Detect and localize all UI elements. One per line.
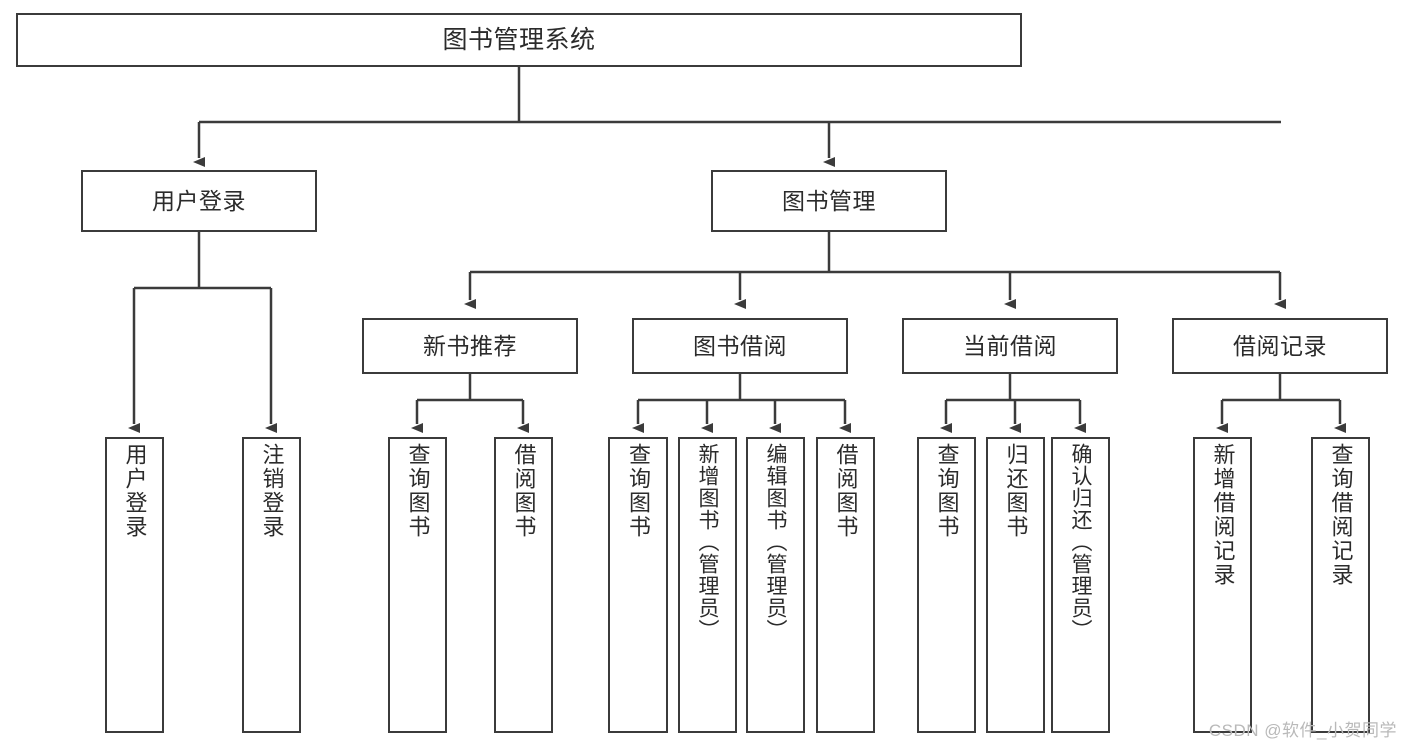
node-label: 归还图书 — [1003, 443, 1029, 539]
leaf-query-book-borrow[interactable]: 查询图书 — [608, 437, 668, 733]
leaf-edit-book-admin[interactable]: 编辑图书（管理员） — [746, 437, 805, 733]
leaf-add-book-admin[interactable]: 新增图书（管理员） — [678, 437, 737, 733]
leaf-return-book[interactable]: 归还图书 — [986, 437, 1045, 733]
leaf-user-login[interactable]: 用户登录 — [105, 437, 164, 733]
node-label: 借阅图书 — [833, 443, 859, 539]
leaf-query-book-current[interactable]: 查询图书 — [917, 437, 976, 733]
leaf-confirm-return-admin[interactable]: 确认归还（管理员） — [1051, 437, 1110, 733]
node-label: 新书推荐 — [423, 332, 517, 359]
node-label: 用户登录 — [152, 187, 246, 214]
node-label: 查询图书 — [626, 443, 651, 539]
node-label: 查询借阅记录 — [1328, 443, 1354, 587]
node-label: 编辑图书（管理员） — [764, 443, 787, 641]
node-label: 图书管理 — [782, 187, 876, 214]
leaf-add-borrow-record[interactable]: 新增借阅记录 — [1193, 437, 1252, 733]
leaf-query-borrow-record[interactable]: 查询借阅记录 — [1311, 437, 1370, 733]
node-label: 查询图书 — [934, 443, 960, 539]
node-new-book-recommend[interactable]: 新书推荐 — [362, 318, 578, 374]
node-label: 图书借阅 — [693, 332, 787, 359]
node-user-login[interactable]: 用户登录 — [81, 170, 317, 232]
node-label: 借阅记录 — [1233, 332, 1327, 359]
node-borrow-record[interactable]: 借阅记录 — [1172, 318, 1388, 374]
node-book-manage[interactable]: 图书管理 — [711, 170, 947, 232]
leaf-borrow-book-recommend[interactable]: 借阅图书 — [494, 437, 553, 733]
leaf-user-logout[interactable]: 注销登录 — [242, 437, 301, 733]
node-label: 查询图书 — [405, 443, 431, 539]
leaf-query-book-recommend[interactable]: 查询图书 — [388, 437, 447, 733]
node-label: 注销登录 — [259, 443, 285, 539]
node-label: 图书管理系统 — [442, 25, 596, 54]
node-label: 新增图书（管理员） — [696, 443, 719, 641]
node-label: 当前借阅 — [963, 332, 1057, 359]
leaf-borrow-book[interactable]: 借阅图书 — [816, 437, 875, 733]
node-label: 确认归还（管理员） — [1069, 443, 1092, 641]
node-current-borrow[interactable]: 当前借阅 — [902, 318, 1118, 374]
node-root-system[interactable]: 图书管理系统 — [16, 13, 1022, 67]
node-label: 借阅图书 — [511, 443, 537, 539]
csdn-watermark: CSDN @软件_小贺同学 — [1208, 721, 1397, 740]
node-label: 用户登录 — [122, 443, 148, 539]
node-label: 新增借阅记录 — [1210, 443, 1236, 587]
node-book-borrow[interactable]: 图书借阅 — [632, 318, 848, 374]
